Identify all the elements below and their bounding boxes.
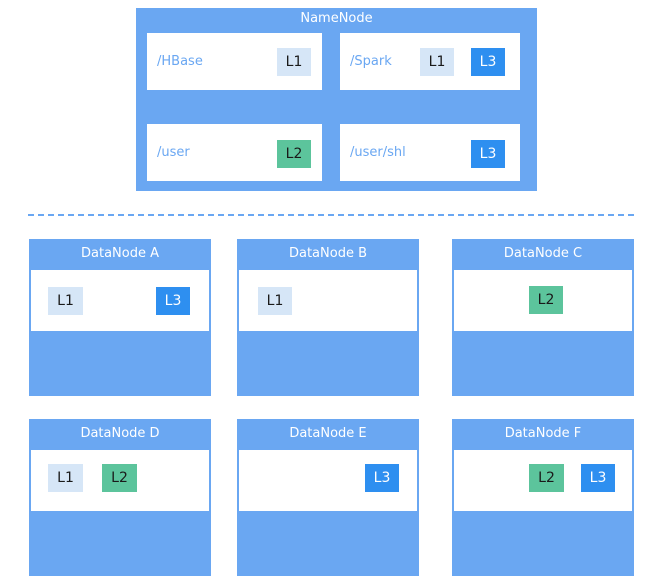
- datanode-title: DataNode E: [289, 426, 367, 441]
- datanode-blocks: L3: [238, 449, 418, 512]
- dir-path: /HBase: [157, 54, 203, 69]
- block-badge-l2: L2: [529, 286, 563, 314]
- namenode-box: NameNode /HBase L1 /Spark L1 L3 /user L2…: [136, 8, 537, 191]
- datanode-a: DataNode A L1 L3: [29, 239, 211, 396]
- datanode-title: DataNode F: [504, 426, 582, 441]
- block-badge-l1: L1: [277, 48, 311, 76]
- dir-user: /user L2: [147, 124, 322, 181]
- dir-spark: /Spark L1 L3: [340, 33, 520, 90]
- block-badge-l1: L1: [258, 287, 292, 315]
- namenode-title: NameNode: [300, 11, 373, 26]
- datanode-blocks: L2: [453, 269, 633, 332]
- block-badge-l1: L1: [420, 48, 454, 76]
- datanode-b: DataNode B L1: [237, 239, 419, 396]
- dir-path: /Spark: [350, 54, 392, 69]
- block-badge-l3: L3: [471, 48, 505, 76]
- datanode-title: DataNode A: [81, 246, 159, 261]
- datanode-c: DataNode C L2: [452, 239, 634, 396]
- datanode-title: DataNode D: [80, 426, 160, 441]
- datanode-blocks: L2 L3: [453, 449, 633, 512]
- datanode-d: DataNode D L1 L2: [29, 419, 211, 576]
- dir-path: /user: [157, 145, 190, 160]
- dir-path: /user/shl: [350, 145, 406, 160]
- block-badge-l3: L3: [365, 464, 399, 492]
- datanode-f: DataNode F L2 L3: [452, 419, 634, 576]
- separator-line: [28, 214, 634, 216]
- datanode-blocks: L1: [238, 269, 418, 332]
- block-badge-l1: L1: [48, 287, 83, 315]
- block-badge-l1: L1: [48, 464, 83, 492]
- datanode-blocks: L1 L3: [30, 269, 210, 332]
- datanode-title: DataNode B: [288, 246, 368, 261]
- datanode-e: DataNode E L3: [237, 419, 419, 576]
- block-badge-l3: L3: [471, 140, 505, 168]
- datanode-blocks: L1 L2: [30, 449, 210, 512]
- block-badge-l3: L3: [581, 464, 615, 492]
- dir-hbase: /HBase L1: [147, 33, 322, 90]
- block-badge-l2: L2: [277, 140, 311, 168]
- dir-user-shl: /user/shl L3: [340, 124, 520, 181]
- datanode-title: DataNode C: [503, 246, 583, 261]
- block-badge-l2: L2: [529, 464, 564, 492]
- block-badge-l3: L3: [156, 287, 190, 315]
- block-badge-l2: L2: [102, 464, 137, 492]
